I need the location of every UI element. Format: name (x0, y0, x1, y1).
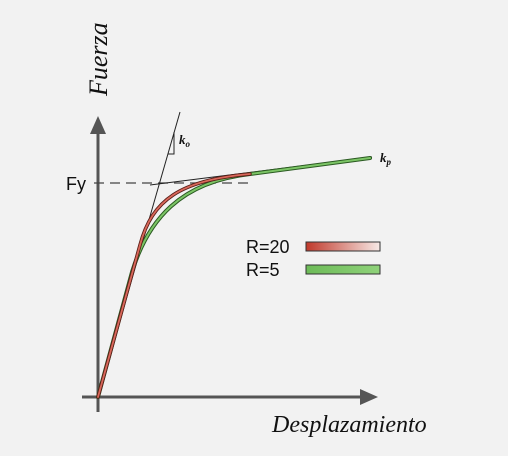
y-axis-label: Fuerza (84, 22, 113, 97)
kp-subscript: p (386, 157, 392, 167)
y-axis (90, 116, 106, 412)
k0-subscript: o (186, 139, 191, 149)
x-axis (82, 389, 378, 405)
y-axis-arrow-icon (90, 116, 106, 134)
legend: R=20 R=5 (246, 237, 381, 280)
x-axis-label: Desplazamiento (271, 412, 427, 438)
curve-r20-highlight (97, 173, 251, 398)
fy-label: Fy (66, 174, 86, 194)
legend-swatch-r5 (305, 264, 381, 275)
curve-r20 (96, 172, 252, 399)
k0-slope-triangle (168, 132, 175, 155)
k0-label: ko (179, 132, 191, 149)
curve-r5 (96, 156, 372, 399)
legend-swatch-r20 (305, 241, 381, 252)
curve-r5-highlight (97, 157, 371, 398)
x-axis-arrow-icon (360, 389, 378, 405)
legend-label-r5: R=5 (246, 260, 280, 280)
kp-label: kp (380, 150, 392, 167)
legend-label-r20: R=20 (246, 237, 290, 257)
